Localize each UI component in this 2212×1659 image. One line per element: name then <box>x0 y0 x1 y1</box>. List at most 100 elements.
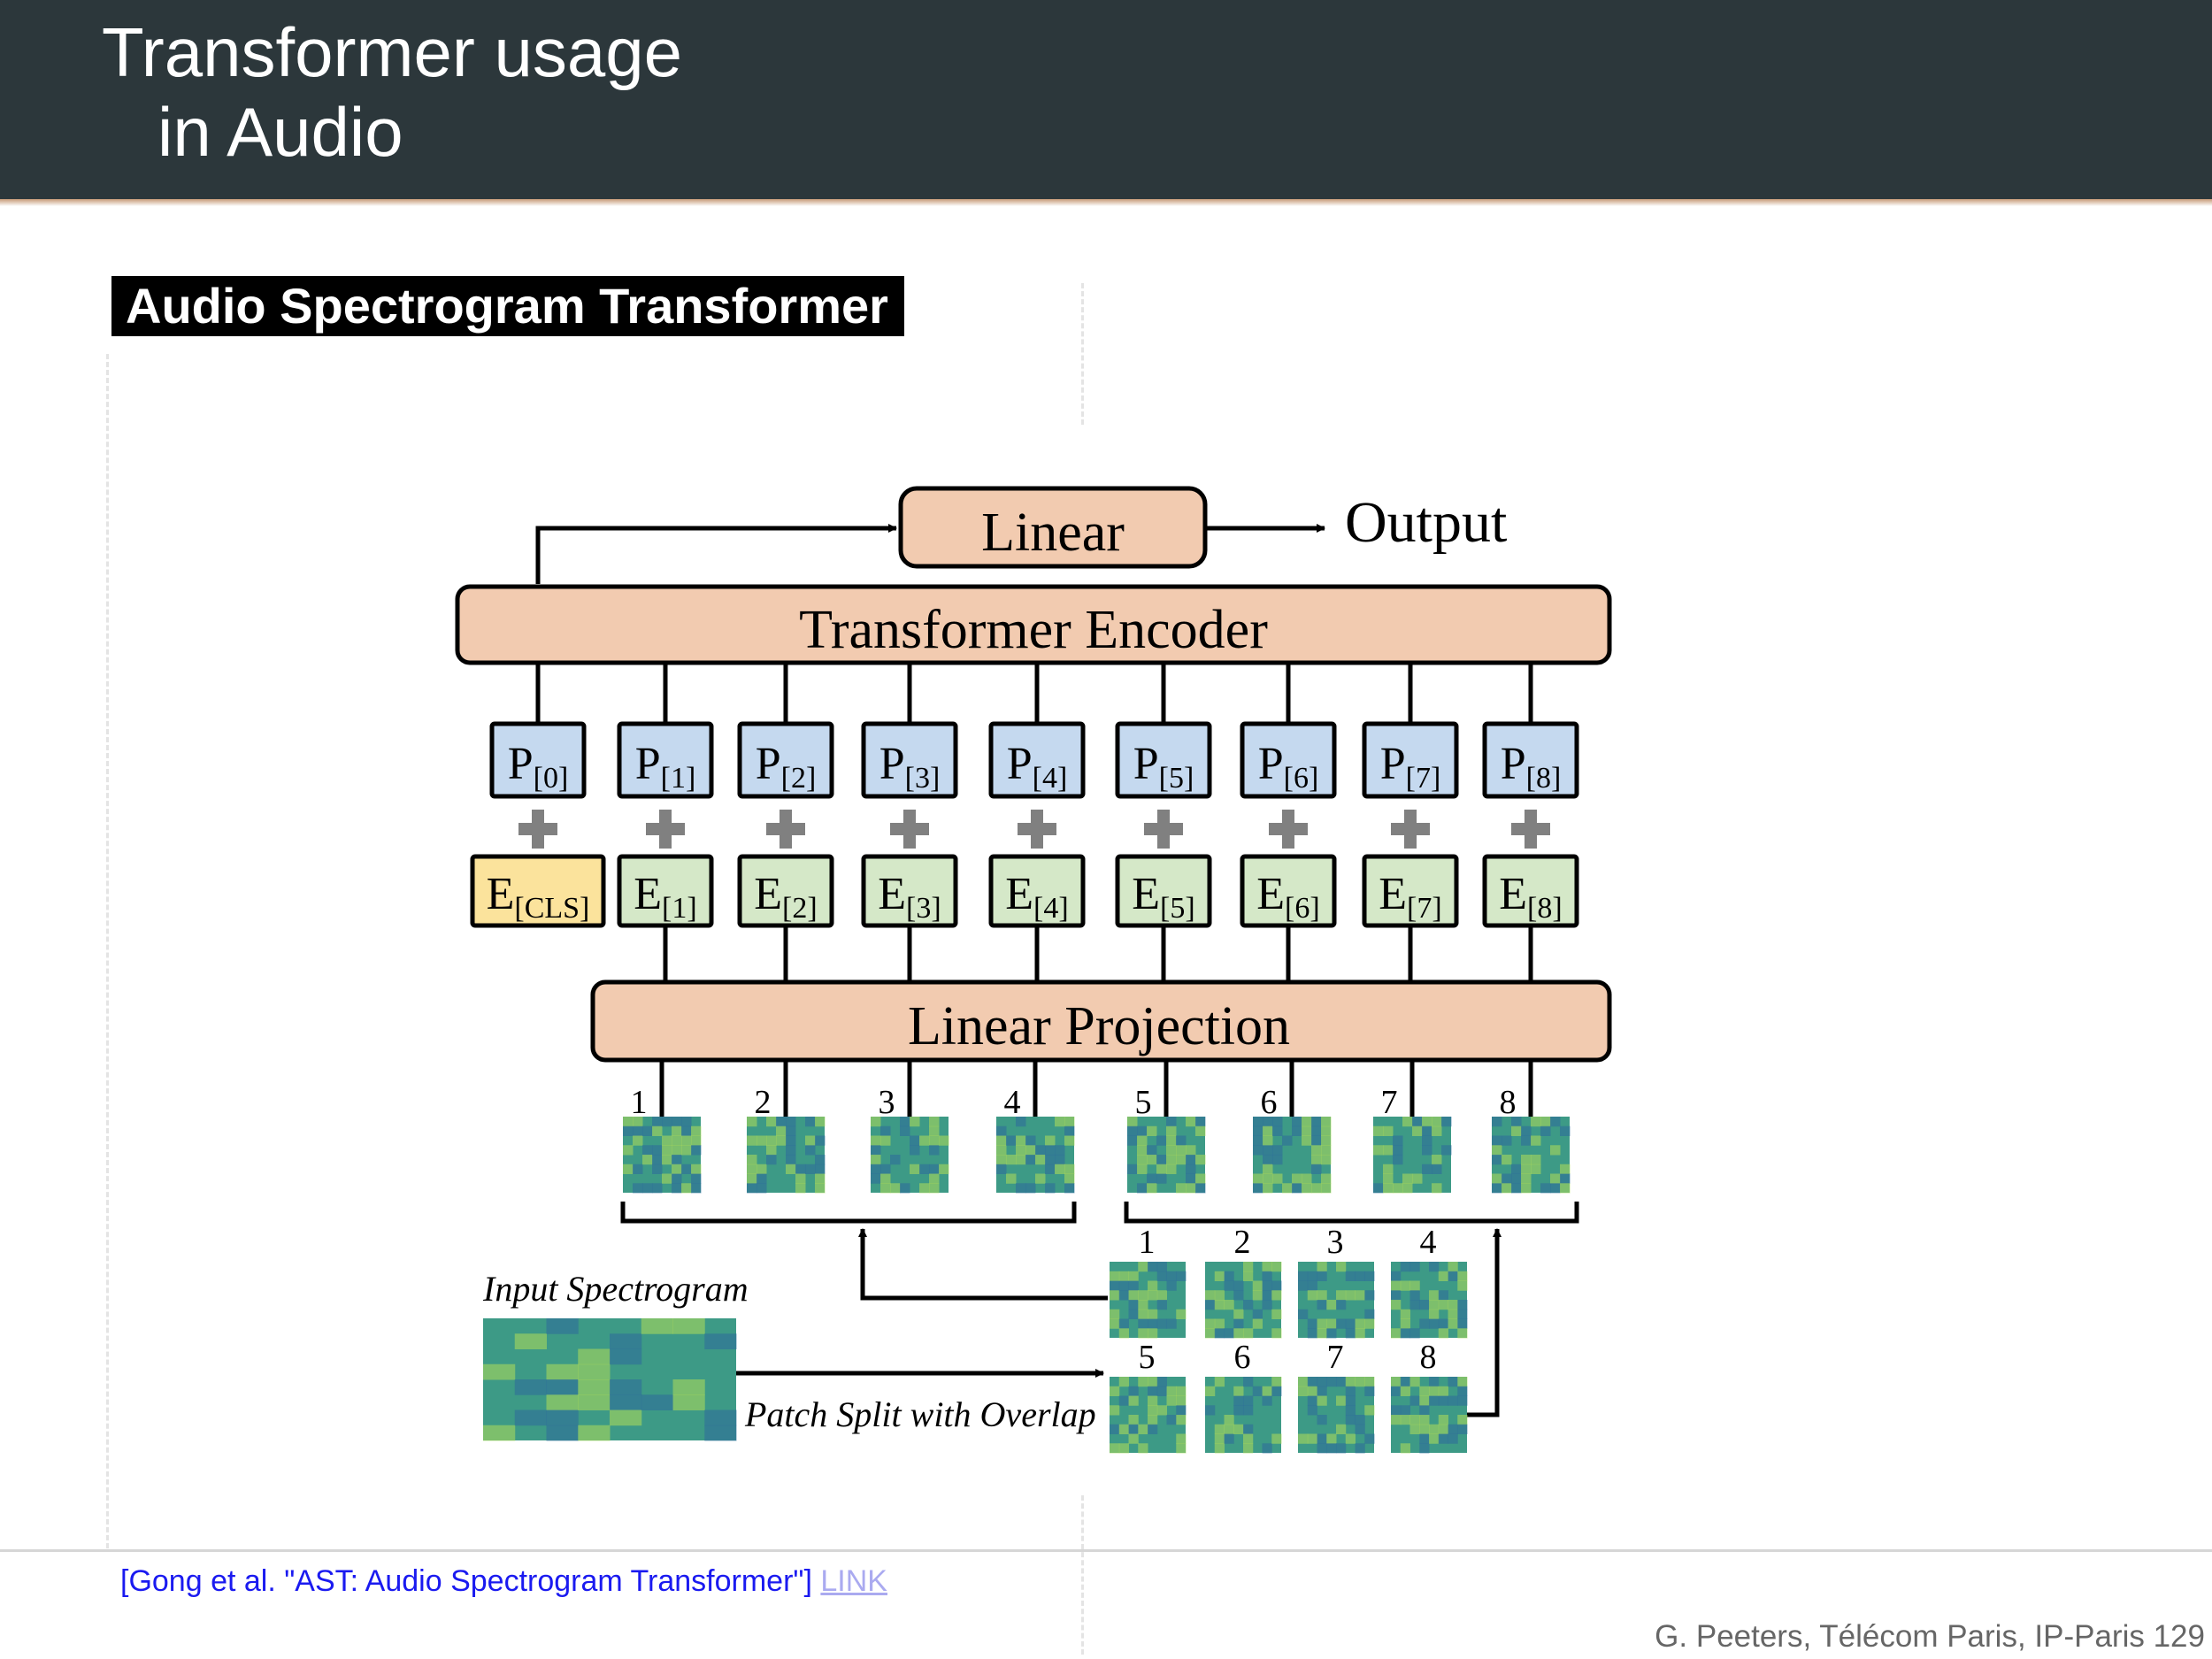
footer-credit: G. Peeters, Télécom Paris, IP-Paris 129 <box>1655 1619 2205 1654</box>
patch-grid-2 <box>1298 1262 1375 1339</box>
position-box-0 <box>489 721 587 799</box>
patch-top-2 <box>871 1117 949 1194</box>
patch-top-5 <box>1253 1117 1332 1194</box>
position-box-5 <box>1115 721 1212 799</box>
transformer-encoder-box <box>455 584 1612 665</box>
patch-embedding-box-3 <box>861 854 958 928</box>
patch-number-top-1: 2 <box>755 1084 772 1121</box>
patch-number-grid-5: 6 <box>1234 1339 1251 1376</box>
position-label-5: P[5] <box>1133 739 1194 795</box>
citation: [Gong et al. "AST: Audio Spectrogram Tra… <box>120 1564 887 1599</box>
patch-grid-3 <box>1391 1262 1468 1339</box>
position-label-1: P[1] <box>635 739 696 795</box>
patch-embedding-box-5 <box>1115 854 1212 928</box>
plus-sign-0 <box>518 810 557 849</box>
patch-grid-0 <box>1110 1262 1187 1339</box>
transformer-encoder-label: Transformer Encoder <box>799 600 1268 660</box>
position-label-4: P[4] <box>1007 739 1068 795</box>
citation-text: [Gong et al. "AST: Audio Spectrogram Tra… <box>120 1564 812 1598</box>
patch-number-grid-3: 4 <box>1420 1224 1437 1261</box>
position-box-1 <box>617 721 714 799</box>
patch-embedding-label-3: E[3] <box>878 869 941 925</box>
patch-grid-1 <box>1205 1262 1282 1339</box>
patch-embedding-box-6 <box>1240 854 1337 928</box>
patch-embedding-box-8 <box>1482 854 1579 928</box>
plus-sign-4 <box>1018 810 1056 849</box>
patch-number-grid-0: 1 <box>1139 1224 1156 1261</box>
position-box-2 <box>737 721 834 799</box>
position-box-8 <box>1482 721 1579 799</box>
patch-embedding-box-2 <box>737 854 834 928</box>
patch-top-1 <box>747 1117 826 1194</box>
position-label-0: P[0] <box>508 739 569 795</box>
linear-projection-box <box>590 979 1612 1063</box>
linear-projection-label: Linear Projection <box>908 996 1290 1056</box>
plus-sign-2 <box>766 810 805 849</box>
patch-embedding-label-1: E[1] <box>634 869 696 925</box>
patch-embedding-box-1 <box>617 854 714 928</box>
linear-label: Linear <box>981 503 1125 563</box>
patch-number-grid-1: 2 <box>1234 1224 1251 1261</box>
guide-line-mid-top <box>1081 283 1084 425</box>
bracket-left <box>620 1202 1077 1224</box>
patch-embedding-box-7 <box>1362 854 1459 928</box>
patch-number-grid-7: 8 <box>1420 1339 1437 1376</box>
patch-number-top-7: 8 <box>1500 1084 1517 1121</box>
patch-number-top-0: 1 <box>631 1084 648 1121</box>
patch-grid-4 <box>1110 1377 1187 1454</box>
position-box-6 <box>1240 721 1337 799</box>
patch-number-top-6: 7 <box>1381 1084 1398 1121</box>
position-label-7: P[7] <box>1380 739 1441 795</box>
position-box-7 <box>1362 721 1459 799</box>
slide-title-line-2: in Audio <box>157 93 403 171</box>
plus-sign-1 <box>646 810 685 849</box>
patch-embedding-label-6: E[6] <box>1256 869 1319 925</box>
position-label-6: P[6] <box>1258 739 1319 795</box>
cls-to-linear-arrow <box>535 524 897 584</box>
slide-header: Transformer usage in Audio <box>0 0 2212 199</box>
patch-number-grid-6: 7 <box>1327 1339 1344 1376</box>
patch-number-top-4: 5 <box>1135 1084 1152 1121</box>
plus-sign-3 <box>890 810 929 849</box>
slide-title-line-1: Transformer usage <box>102 13 683 91</box>
patch-grid-7 <box>1391 1377 1468 1454</box>
patch-embedding-label-4: E[4] <box>1005 869 1068 925</box>
plus-sign-5 <box>1144 810 1183 849</box>
patch-top-7 <box>1492 1117 1571 1194</box>
citation-link[interactable]: LINK <box>820 1564 887 1598</box>
plus-sign-6 <box>1269 810 1308 849</box>
patch-number-grid-4: 5 <box>1139 1339 1156 1376</box>
patch-embedding-label-0: E[CLS] <box>487 869 590 925</box>
bracket-right <box>1124 1202 1579 1224</box>
patch-embedding-label-7: E[7] <box>1379 869 1441 925</box>
linear-box <box>898 486 1208 569</box>
patch-grid-6 <box>1298 1377 1375 1454</box>
plus-sign-8 <box>1511 810 1550 849</box>
patch-top-4 <box>1127 1117 1206 1194</box>
patch-split-label: Patch Split with Overlap <box>744 1394 1096 1434</box>
position-label-2: P[2] <box>756 739 817 795</box>
grid-to-left-bracket-arrow <box>858 1228 1108 1301</box>
input-spectrogram-label: Input Spectrogram <box>482 1269 749 1309</box>
patch-top-0 <box>623 1117 702 1194</box>
patch-embedding-label-5: E[5] <box>1132 869 1194 925</box>
patch-embedding-label-2: E[2] <box>754 869 817 925</box>
plus-sign-7 <box>1391 810 1430 849</box>
position-label-8: P[8] <box>1501 739 1562 795</box>
output-label: Output <box>1345 490 1507 555</box>
patch-top-3 <box>996 1117 1075 1194</box>
guide-line-left <box>106 354 109 1548</box>
position-box-3 <box>861 721 958 799</box>
position-label-3: P[3] <box>879 739 941 795</box>
patch-embedding-box-4 <box>988 854 1086 928</box>
patch-embedding-box-0 <box>470 854 606 928</box>
patch-number-grid-2: 3 <box>1327 1224 1344 1261</box>
patch-number-top-2: 3 <box>879 1084 895 1121</box>
grid-to-right-bracket-arrow <box>1467 1228 1502 1417</box>
section-label: Audio Spectrogram Transformer <box>111 276 904 336</box>
patch-grid-5 <box>1205 1377 1282 1454</box>
input-spectrogram <box>483 1318 737 1441</box>
patch-top-6 <box>1373 1117 1452 1194</box>
patch-number-top-3: 4 <box>1004 1084 1021 1121</box>
